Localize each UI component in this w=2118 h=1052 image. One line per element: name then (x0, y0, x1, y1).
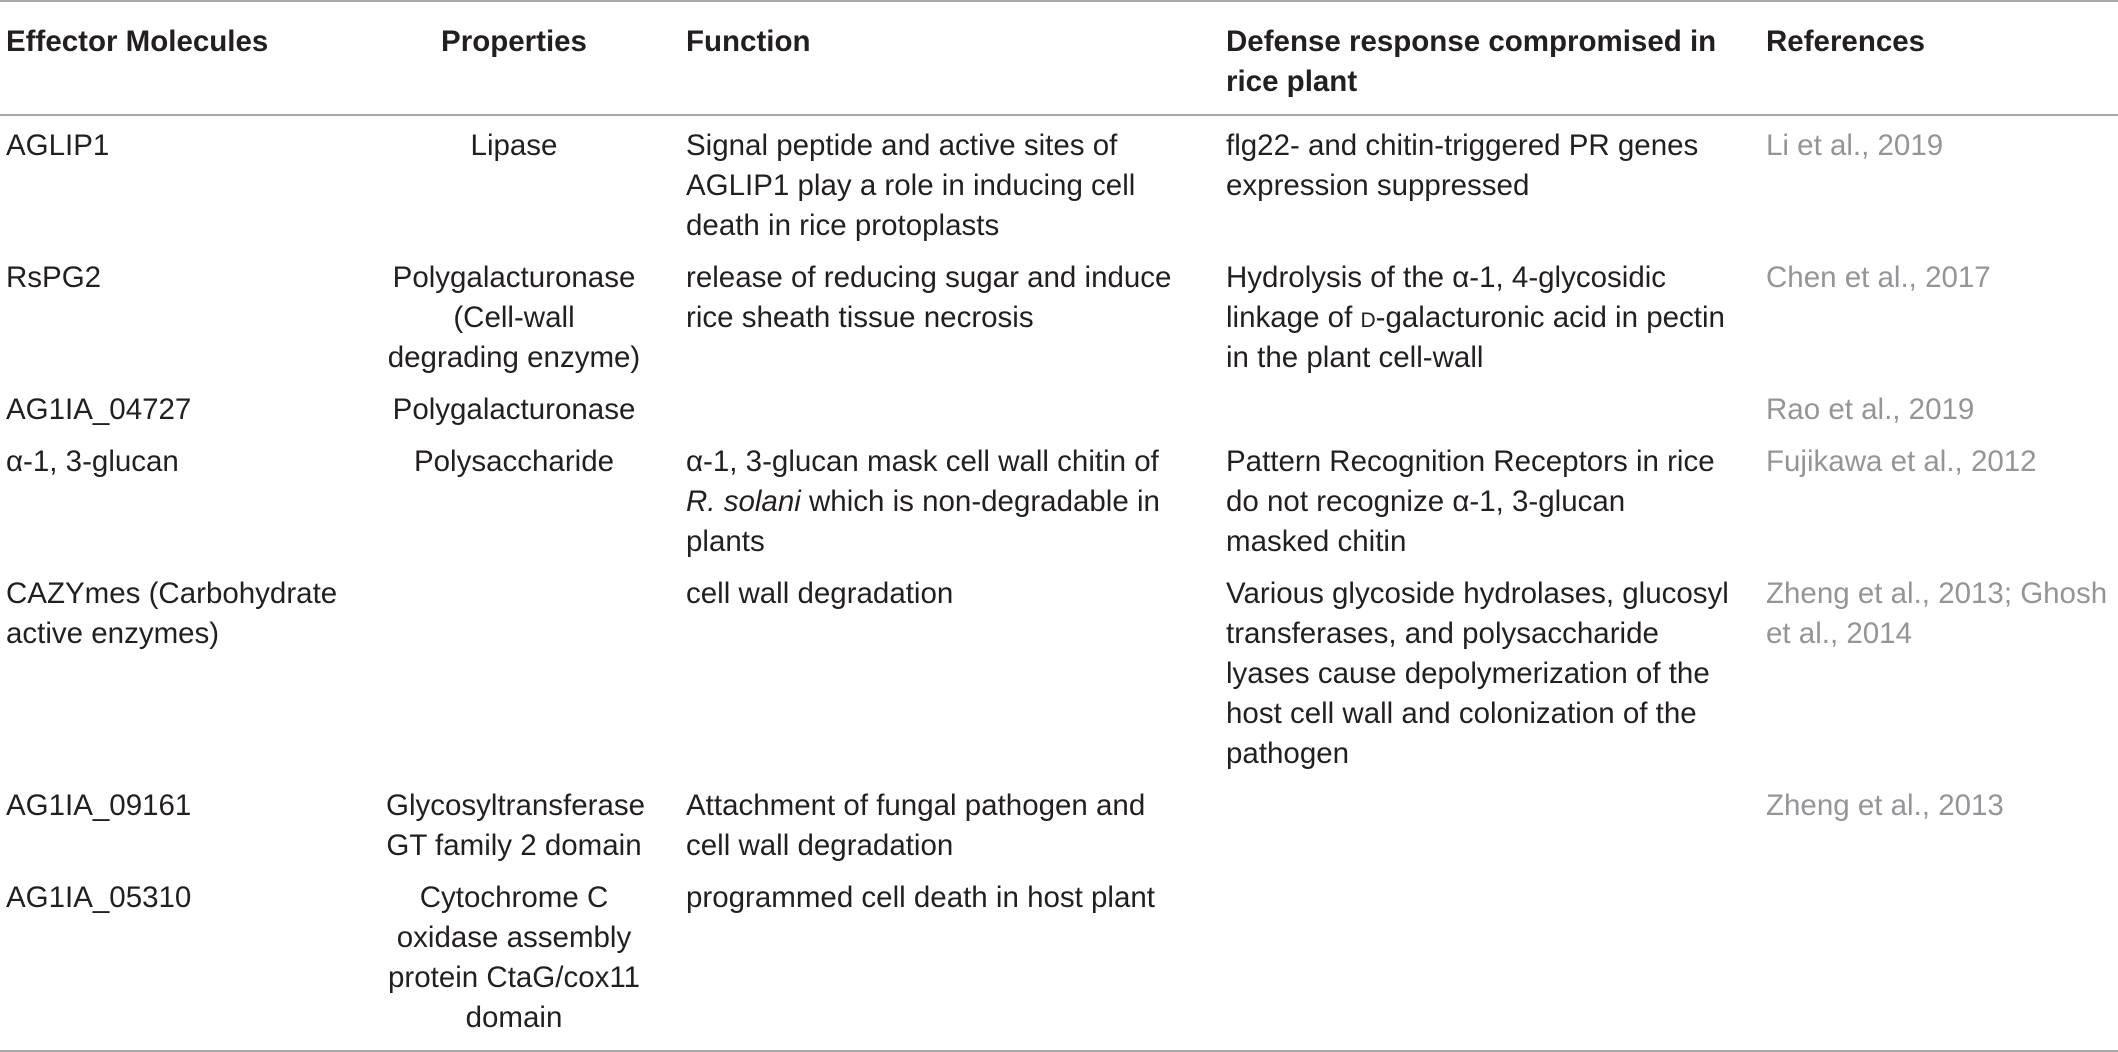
header-defense-response: Defense response compromised in rice pla… (1226, 25, 1717, 98)
header-effector-molecules: Effector Molecules (6, 25, 269, 58)
function-text-part: α-1, 3-glucan mask cell wall chitin of (686, 445, 1159, 478)
reference-link[interactable]: Li et al., 2019 (1766, 129, 1944, 162)
header-properties: Properties (441, 25, 587, 58)
cell-function: cell wall degradation (686, 577, 954, 610)
reference-link[interactable]: Zheng et al., 2013; Ghosh et al., 2014 (1766, 577, 2108, 650)
function-text-part: which is non-degradable in plants (686, 485, 1160, 558)
table-row: RsPG2 Polygalacturonase (Cell-wall degra… (0, 252, 2118, 384)
table-row: AG1IA_04727 Polygalacturonase Rao et al.… (0, 384, 2118, 436)
cell-effector: RsPG2 (6, 261, 102, 294)
defense-text-smallcaps: d (1360, 301, 1376, 334)
cell-properties: Polygalacturonase (392, 393, 636, 426)
cell-function: programmed cell death in host plant (686, 881, 1155, 914)
table-row: AG1IA_09161 Glycosyltransferase GT famil… (0, 780, 2118, 872)
cell-properties (386, 568, 686, 780)
cell-defense: Pattern Recognition Receptors in rice do… (1226, 445, 1715, 558)
defense-text-part: Hydrolysis of the α-1, 4-glycosidic link… (1226, 261, 1667, 334)
cell-defense: Various glycoside hydrolases, glucosyl t… (1226, 577, 1729, 770)
cell-effector: CAZYmes (Carbohydrate active enzymes) (6, 577, 338, 650)
cell-function: Signal peptide and active sites of AGLIP… (686, 129, 1136, 242)
cell-effector: AG1IA_04727 (6, 393, 192, 426)
cell-effector: α-1, 3-glucan (6, 445, 179, 478)
cell-defense (1226, 780, 1766, 872)
reference-link[interactable] (1766, 872, 2118, 1051)
table-header: Effector Molecules Properties Function D… (0, 1, 2118, 115)
reference-link[interactable]: Fujikawa et al., 2012 (1766, 445, 2037, 478)
cell-defense: Hydrolysis of the α-1, 4-glycosidic link… (1226, 252, 1766, 384)
table-row: AG1IA_05310 Cytochrome C oxidase assembl… (0, 872, 2118, 1051)
reference-link[interactable]: Rao et al., 2019 (1766, 393, 1975, 426)
cell-effector: AGLIP1 (6, 129, 110, 162)
cell-properties: Polysaccharide (413, 445, 615, 478)
cell-properties: Cytochrome C oxidase assembly protein Ct… (388, 881, 640, 1034)
header-references: References (1766, 25, 1926, 58)
cell-properties: Lipase (470, 129, 558, 162)
function-text-italic: R. solani (686, 485, 801, 518)
reference-link[interactable]: Chen et al., 2017 (1766, 261, 1991, 294)
reference-link[interactable]: Zheng et al., 2013 (1766, 789, 2004, 822)
cell-function: α-1, 3-glucan mask cell wall chitin of R… (686, 436, 1226, 568)
cell-function (686, 384, 1226, 436)
cell-defense (1226, 872, 1766, 1051)
table-row: CAZYmes (Carbohydrate active enzymes) ce… (0, 568, 2118, 780)
cell-properties: Polygalacturonase (Cell-wall degrading e… (387, 261, 641, 374)
cell-defense (1226, 384, 1766, 436)
table-row: α-1, 3-glucan Polysaccharide α-1, 3-gluc… (0, 436, 2118, 568)
cell-properties: Glycosyltransferase GT family 2 domain (386, 789, 646, 862)
table-body: AGLIP1 Lipase Signal peptide and active … (0, 115, 2118, 1051)
cell-effector: AG1IA_09161 (6, 789, 192, 822)
cell-function: Attachment of fungal pathogen and cell w… (686, 789, 1146, 862)
defense-text-part: -galacturonic acid in pectin in the plan… (1226, 301, 1725, 374)
header-row: Effector Molecules Properties Function D… (0, 1, 2118, 115)
header-function: Function (686, 25, 811, 58)
cell-effector: AG1IA_05310 (6, 881, 192, 914)
table-row: AGLIP1 Lipase Signal peptide and active … (0, 115, 2118, 252)
cell-defense: flg22- and chitin-triggered PR genes exp… (1226, 129, 1699, 202)
cell-function: release of reducing sugar and induce ric… (686, 261, 1172, 334)
